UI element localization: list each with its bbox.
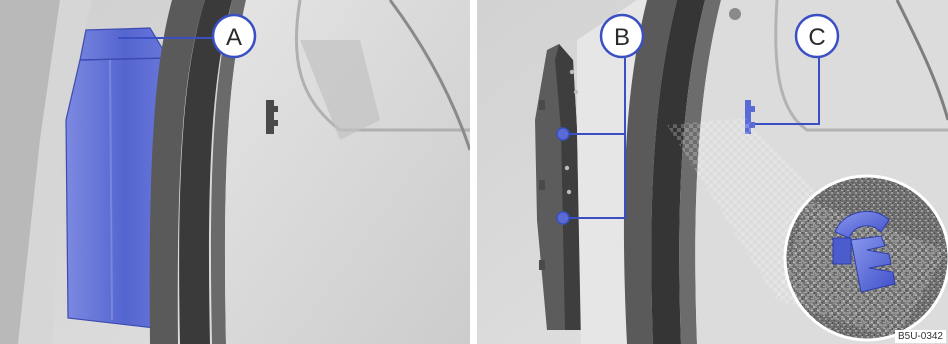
left-illustration: A [0, 0, 470, 344]
right-illustration-panel: B C B5U-0342 [477, 0, 948, 344]
callout-c-label: C [808, 24, 825, 51]
screw-head [729, 8, 741, 20]
figure-code: B5U-0342 [895, 330, 946, 343]
callout-b-label: B [614, 24, 630, 51]
callout-a-label: A [226, 24, 242, 51]
right-illustration: B C [477, 0, 948, 344]
callout-b-point-lower [557, 212, 569, 224]
callout-b-point-upper [557, 128, 569, 140]
left-illustration-panel: A [0, 0, 470, 344]
